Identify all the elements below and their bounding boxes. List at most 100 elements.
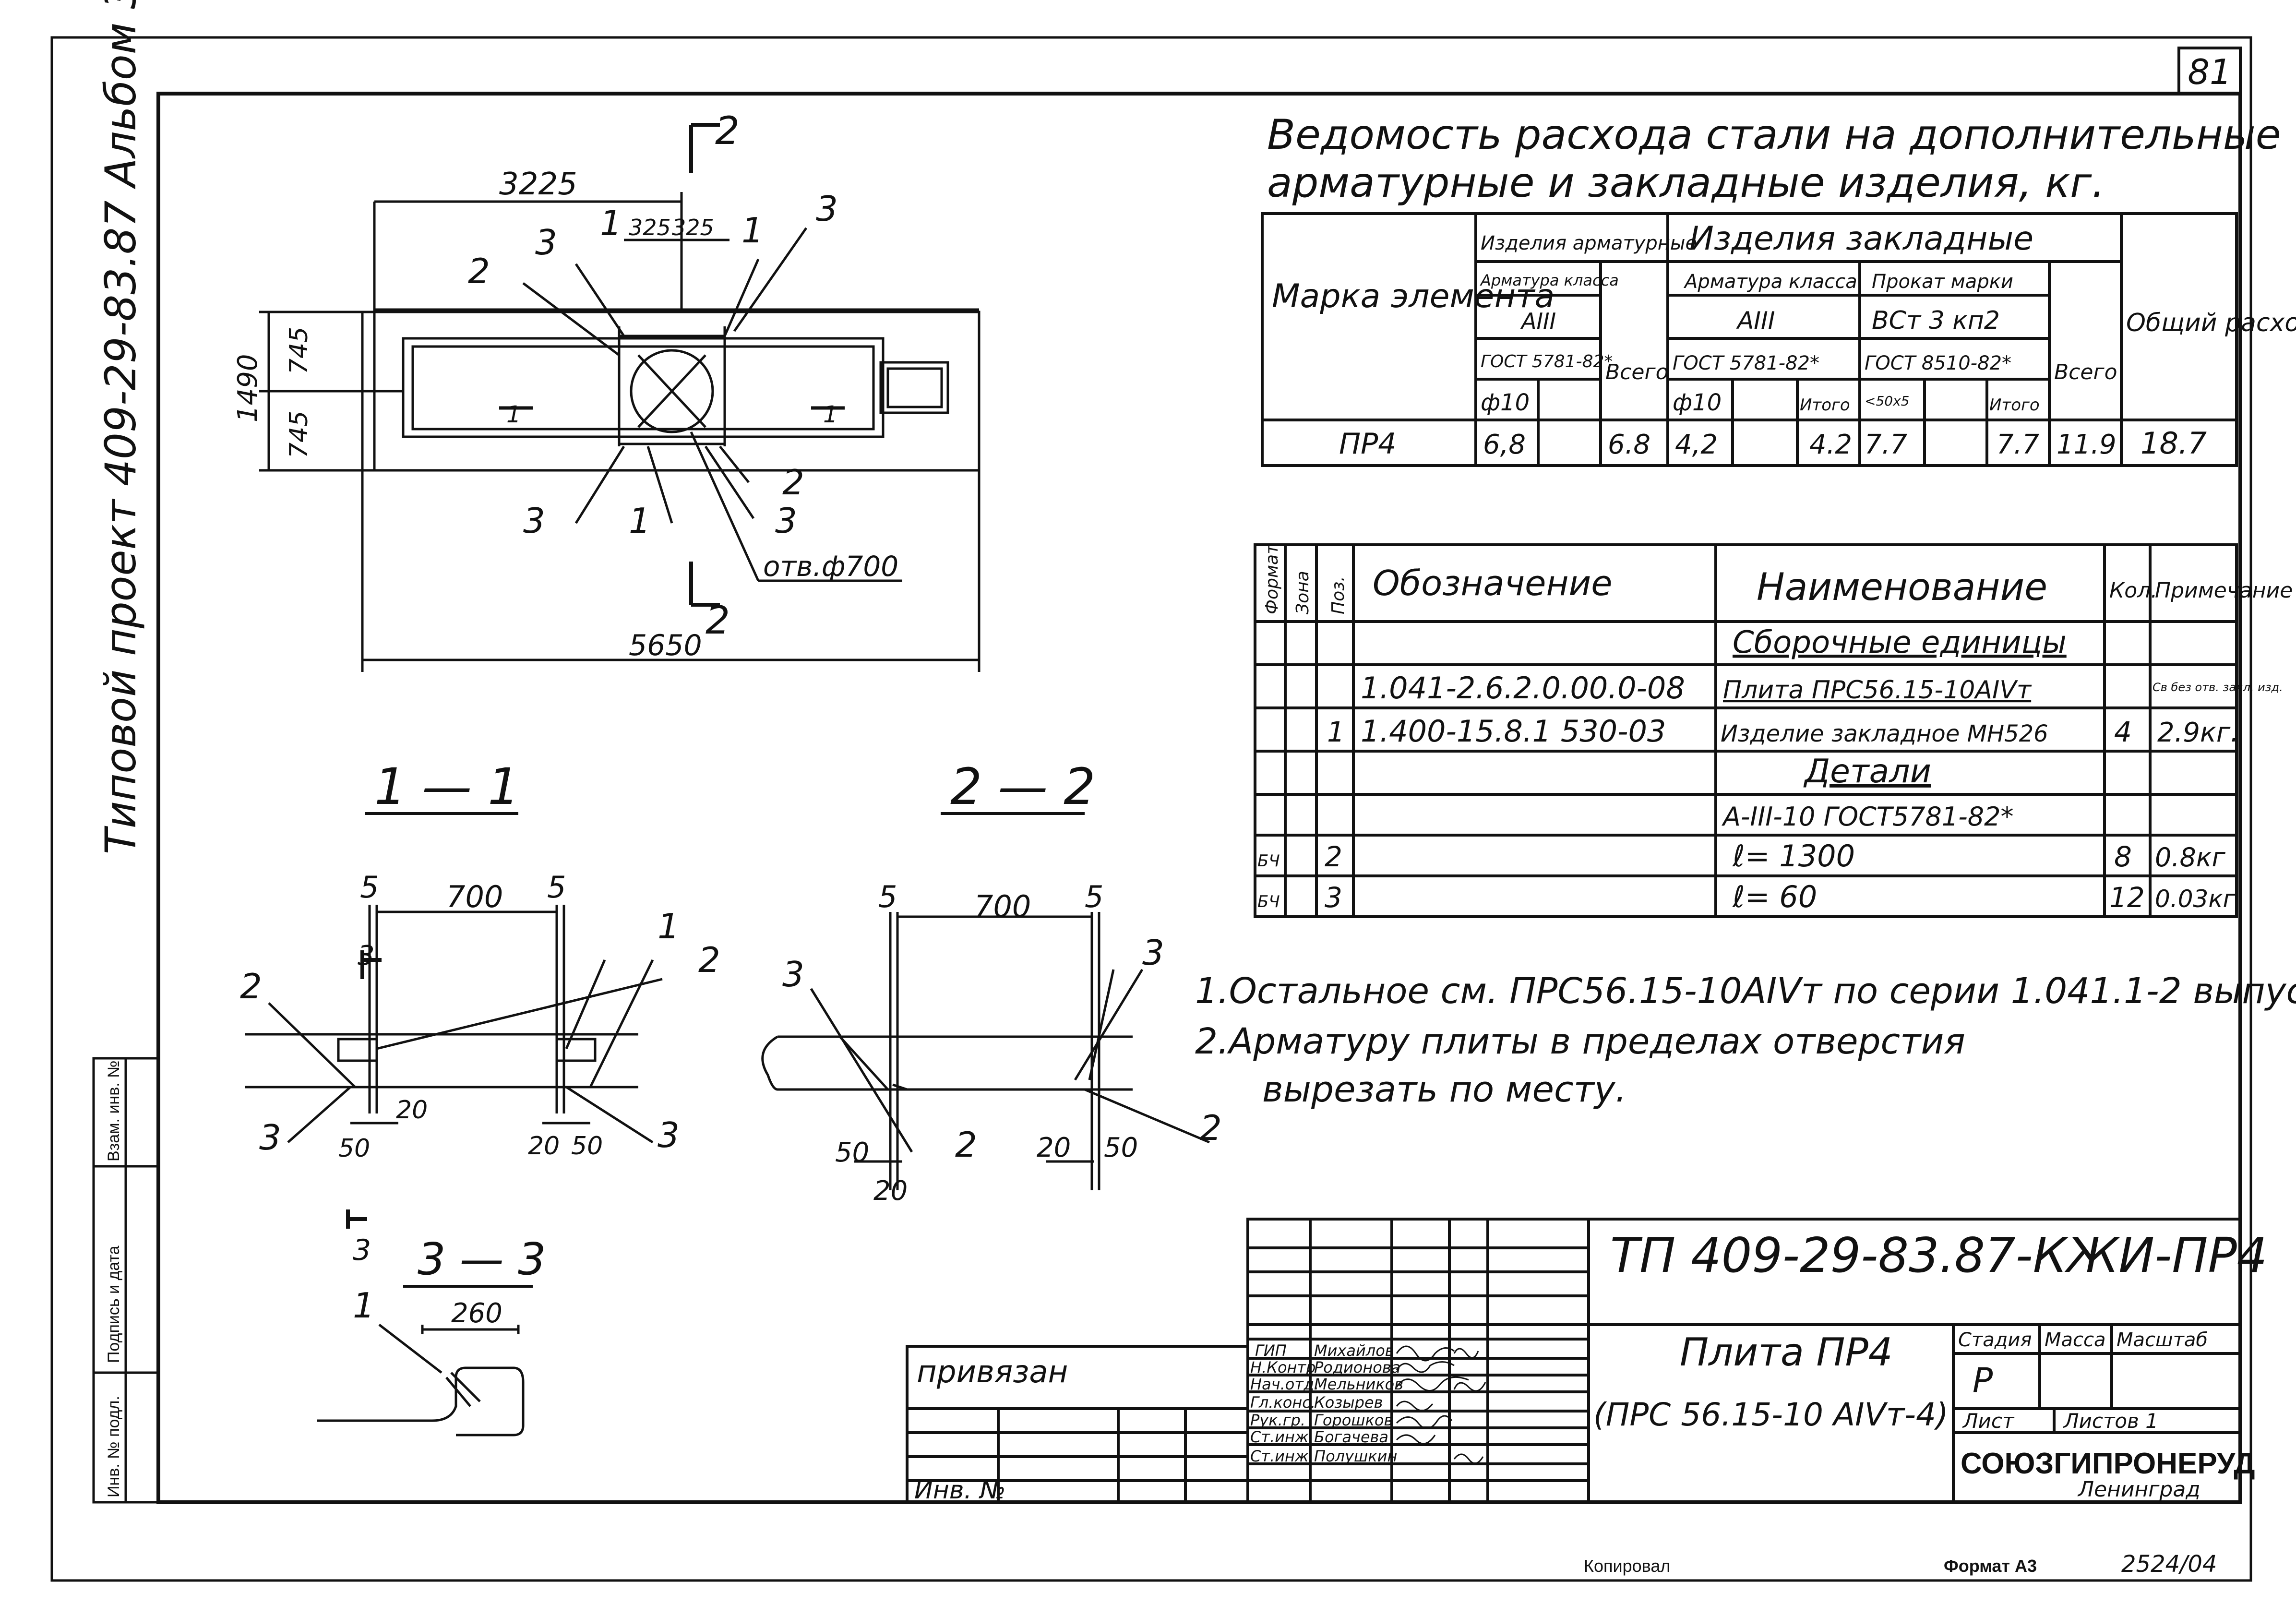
dim-745-b: 745	[285, 411, 313, 458]
spec-row-note: 0.8кг	[2155, 842, 2225, 873]
mark-3: 3	[535, 222, 557, 263]
left-stamp	[92, 1057, 160, 1504]
h-designation: Обозначение	[1373, 563, 1613, 603]
mark-1: 1	[629, 501, 651, 541]
dim-50: 50	[1104, 1132, 1138, 1163]
h-mass: Масса	[2045, 1329, 2106, 1351]
prokat-label: Прокат марки	[1872, 271, 2013, 293]
grp-emb: Изделия закладные	[1689, 220, 2033, 258]
drawing-name-1: Плита ПР4	[1680, 1330, 1893, 1375]
h-sig: <50x5	[1865, 393, 1909, 409]
arm-total-header: Всего	[1605, 360, 1668, 384]
mark-3: 3	[358, 940, 375, 971]
mark-2: 2	[698, 940, 720, 980]
dim-1490: 1490	[232, 354, 263, 422]
note-1: 1.Остальное см. ПРС56.15-10AIVт по серии…	[1195, 970, 2296, 1012]
dim-3225: 3225	[499, 167, 577, 202]
section-22-title: 2 — 2	[950, 757, 1095, 816]
mark-1: 1	[353, 1285, 375, 1326]
mark-3: 3	[523, 501, 545, 541]
h-pos: Поз.	[1328, 576, 1348, 614]
spec-row-designation: 1.400-15.8.1 530-03	[1361, 714, 1666, 749]
section-33-drawing	[317, 1209, 525, 1436]
name-6: Богачева	[1314, 1428, 1388, 1446]
mark-2: 2	[240, 966, 262, 1006]
section-mark-2-bottom: 2	[706, 598, 730, 643]
h-stage: Стадия	[1958, 1329, 2032, 1351]
spec-row-note: Св без отв. закл. изд.	[2152, 681, 2283, 694]
mark-3: 3	[259, 1117, 281, 1158]
footer-ref: 2524/04	[2121, 1551, 2217, 1578]
page-number: 81	[2188, 52, 2232, 92]
dim-5: 5	[1085, 879, 1103, 914]
city: Ленинград	[2077, 1477, 2200, 1502]
dim-20: 20	[528, 1132, 560, 1161]
h-itogo-1: Итого	[1800, 395, 1850, 415]
role-st-inzh: Ст.инж.	[1250, 1428, 1314, 1446]
spec-row-note: 2.9кг.	[2157, 717, 2239, 748]
dim-20: 20	[396, 1096, 428, 1125]
prokat-grade: ВСт 3 кп2	[1872, 306, 2000, 335]
row-emb-d10: 4,2	[1675, 429, 1718, 460]
mark-2: 2	[1200, 1108, 1222, 1148]
arm-gost: ГОСТ 5781-82*	[1481, 352, 1613, 371]
name-7: Полушкин	[1314, 1447, 1397, 1465]
section-11-drawing	[245, 905, 663, 1144]
name-5: Горошков	[1314, 1411, 1393, 1429]
dim-260: 260	[451, 1298, 502, 1329]
mark-3: 3	[775, 501, 797, 541]
dim-700: 700	[446, 879, 503, 914]
mark-1: 1	[658, 906, 680, 946]
row-emb-itogo1: 4.2	[1809, 429, 1852, 460]
spec-row-designation: 1.041-2.6.2.0.00.0-08	[1361, 670, 1685, 706]
row-arm-d10: 6,8	[1483, 429, 1526, 460]
binding-label: привязан	[917, 1354, 1068, 1390]
dim-50: 50	[338, 1134, 370, 1163]
prokat-gost: ГОСТ 8510-82*	[1865, 352, 2011, 374]
steel-title-1: Ведомость расхода стали на дополнительны…	[1267, 111, 2281, 159]
mark-2: 2	[955, 1125, 977, 1165]
row-emb-prokat: 7.7	[1865, 429, 1907, 460]
h-note: Примечание	[2155, 578, 2293, 603]
h-qty: Кол.	[2109, 578, 2157, 603]
h-zone: Зона	[1293, 571, 1313, 614]
steel-title-2: арматурные и закладные изделия, кг.	[1267, 159, 2105, 207]
rebar-gost: ГОСТ 5781-82*	[1673, 352, 1819, 374]
h-name: Наименование	[1757, 566, 2047, 609]
dim-5: 5	[360, 870, 379, 905]
side-title: Типовой проект 409-29-83.87 Альбом 3	[96, 0, 145, 854]
organization: СОЮЗГИПРОНЕРУД	[1961, 1447, 2255, 1480]
dim-325-a: 325	[629, 215, 671, 240]
name-2: Родионова	[1314, 1358, 1400, 1377]
outer-frame	[50, 36, 2252, 1582]
dim-700: 700	[974, 889, 1031, 924]
page-number-box	[2177, 47, 2242, 95]
sheets-label: Листов 1	[2063, 1409, 2158, 1433]
name-4: Козырев	[1314, 1393, 1383, 1412]
dim-50: 50	[571, 1132, 603, 1161]
spec-row-qty: 8	[2114, 840, 2132, 873]
spec-row-qty: 12	[2109, 881, 2145, 914]
col-mark: Марка элемента	[1272, 277, 1555, 315]
h-d10-emb: ф10	[1673, 389, 1722, 416]
h-d10-arm: ф10	[1481, 389, 1530, 416]
spec-row-name: Сборочные единицы	[1733, 625, 2067, 660]
stamp-signature: Подпись и дата	[105, 1245, 123, 1363]
spec-table-text: Формат Зона Поз. Обозначение Наименовани…	[1257, 544, 2293, 914]
dim-5: 5	[547, 870, 566, 905]
rebar-class-label: Арматура класса	[1683, 271, 1857, 293]
footer-format: Формат А3	[1944, 1556, 2037, 1576]
plan-view	[259, 123, 981, 672]
dim-5650: 5650	[629, 629, 702, 662]
role-st-inzh: Ст.инж.	[1250, 1447, 1314, 1465]
title-block-text: ТП 409-29-83.87-КЖИ-ПР4 Плита ПР4 (ПРС 5…	[1250, 1227, 2267, 1502]
spec-row-name: ℓ= 60	[1732, 879, 1817, 914]
spec-row-name: Плита ПРС56.15-10AIVт	[1723, 676, 2032, 705]
spec-row-name: A-III-10 ГОСТ5781-82*	[1722, 802, 2013, 832]
mark-3: 3	[353, 1233, 371, 1267]
mark-2: 2	[782, 462, 804, 503]
row-arm-total: 6.8	[1608, 429, 1650, 460]
stamp-inv-podl: Инв. № подл.	[105, 1396, 123, 1497]
mark-3: 3	[1142, 933, 1164, 973]
note-2: 2.Арматуру плиты в пределах отверстия	[1195, 1021, 1965, 1062]
